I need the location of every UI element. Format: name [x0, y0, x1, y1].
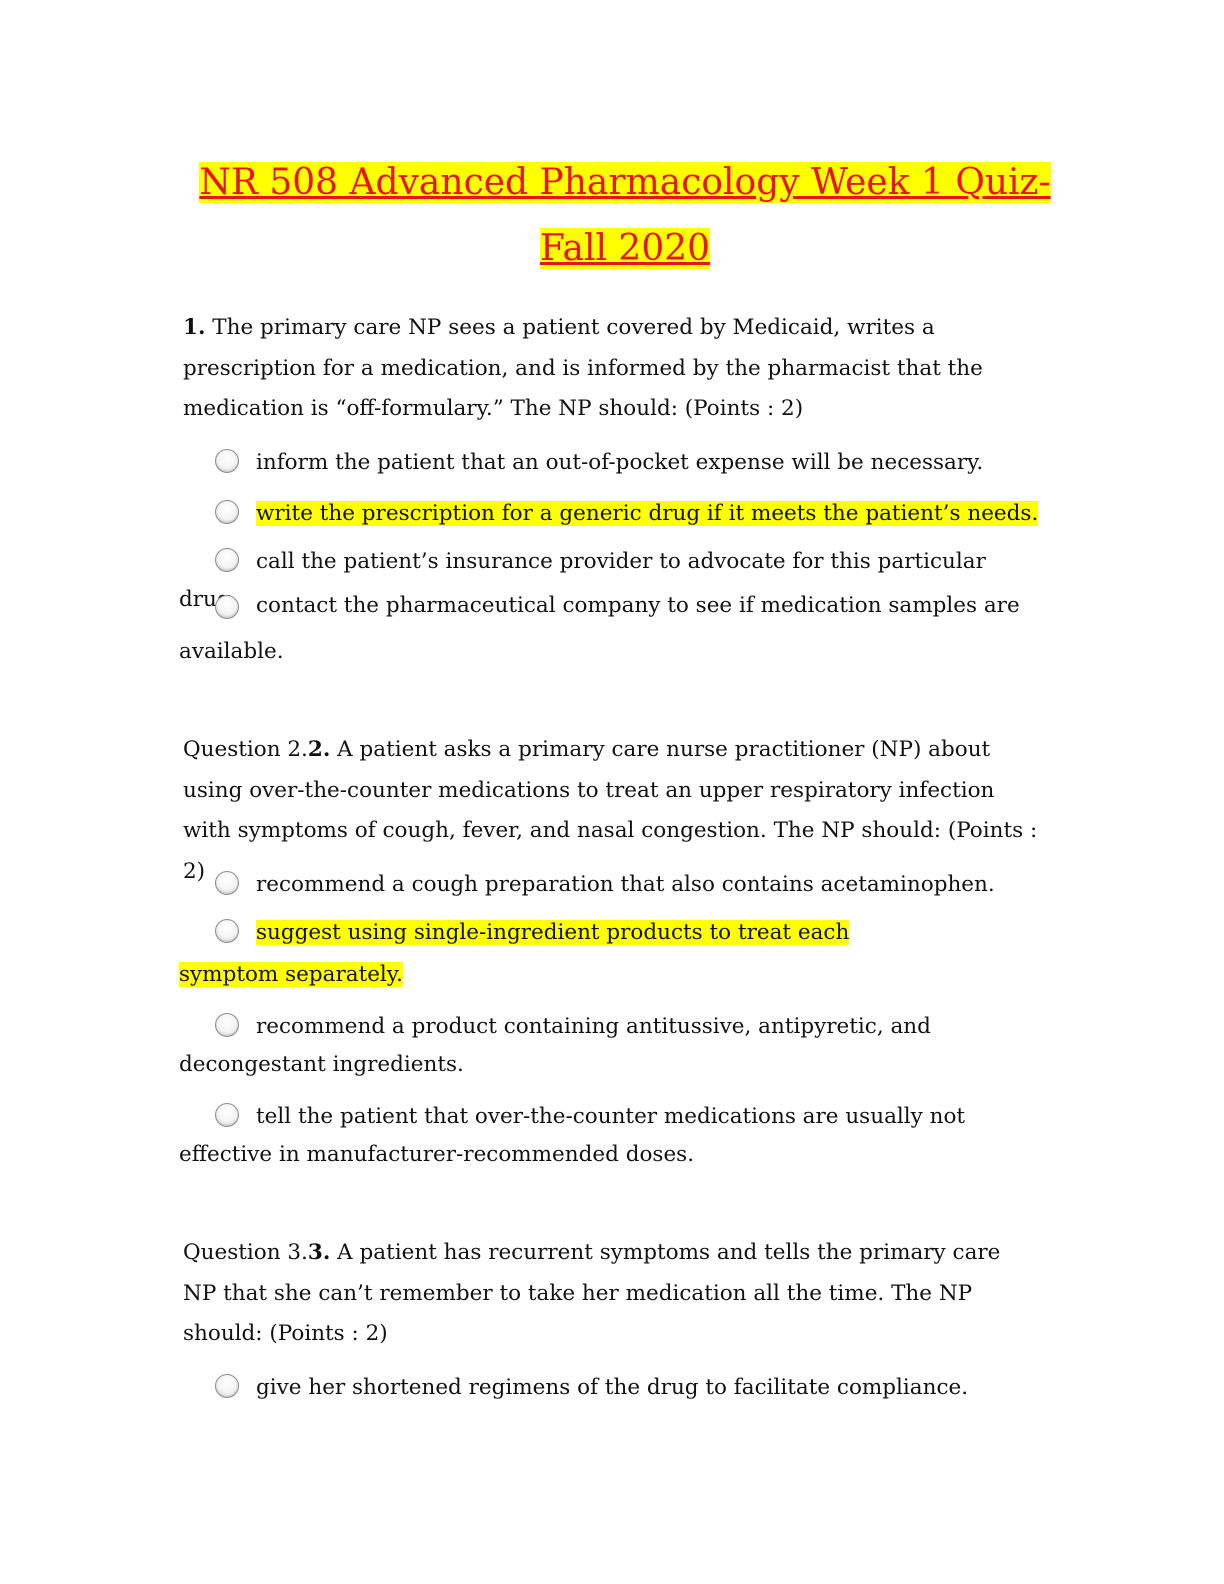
question-3-number: 3.	[307, 1240, 331, 1265]
question-1-option-4[interactable]: contact the pharmaceutical company to se…	[179, 590, 1049, 675]
question-2-option-1[interactable]: recommend a cough preparation that also …	[179, 866, 1049, 904]
option-label-highlighted: suggest using single-ingredient products…	[179, 920, 850, 987]
radio-button-icon[interactable]	[215, 1103, 239, 1127]
option-label: recommend a cough preparation that also …	[256, 872, 995, 897]
question-1-option-2[interactable]: write the prescription for a generic dru…	[179, 495, 1049, 533]
option-label: contact the pharmaceutical company to se…	[179, 593, 1020, 664]
question-2-option-3[interactable]: recommend a product containing antitussi…	[179, 1008, 949, 1084]
radio-button-icon[interactable]	[215, 919, 239, 943]
question-2-option-4[interactable]: tell the patient that over-the-counter m…	[179, 1098, 1049, 1174]
option-label-highlighted: write the prescription for a generic dru…	[256, 501, 1039, 526]
radio-button-icon[interactable]	[215, 1374, 239, 1398]
document-title: NR 508 Advanced Pharmacology Week 1 Quiz…	[140, 150, 1110, 282]
option-label: tell the patient that over-the-counter m…	[179, 1104, 966, 1167]
radio-button-icon[interactable]	[215, 500, 239, 524]
question-3-option-1[interactable]: give her shortened regimens of the drug …	[179, 1369, 1049, 1407]
title-line-1: NR 508 Advanced Pharmacology Week 1 Quiz…	[199, 162, 1051, 203]
radio-button-icon[interactable]	[215, 548, 239, 572]
radio-button-icon[interactable]	[215, 1013, 239, 1037]
radio-button-icon[interactable]	[215, 871, 239, 895]
question-2-option-2[interactable]: suggest using single-ingredient products…	[179, 914, 939, 996]
option-label: give her shortened regimens of the drug …	[256, 1375, 969, 1400]
question-1-text: 1. The primary care NP sees a patient co…	[183, 315, 983, 421]
question-1-number: 1.	[183, 315, 206, 340]
radio-button-icon[interactable]	[215, 595, 239, 619]
question-2-text: Question 2.2. A patient asks a primary c…	[183, 737, 1038, 884]
title-line-2: Fall 2020	[539, 228, 711, 269]
question-1-option-1[interactable]: inform the patient that an out-of-pocket…	[179, 444, 1049, 482]
question-2-number: 2.	[307, 737, 331, 762]
option-label: recommend a product containing antitussi…	[179, 1014, 931, 1077]
option-label: inform the patient that an out-of-pocket…	[256, 450, 984, 475]
question-3-text: Question 3.3. A patient has recurrent sy…	[183, 1240, 1001, 1346]
radio-button-icon[interactable]	[215, 449, 239, 473]
